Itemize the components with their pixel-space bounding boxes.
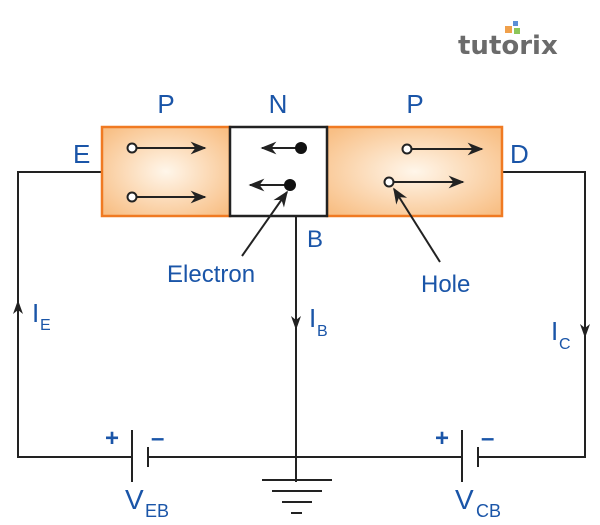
- electron-pointer-arrow: [241, 190, 288, 257]
- tutorix-logo: tutorix: [458, 21, 558, 61]
- hole-pointer-arrow: [393, 187, 441, 263]
- electron-icon: [295, 142, 307, 154]
- current-label-base: I B: [309, 303, 328, 340]
- electron-label: Electron: [167, 261, 255, 288]
- terminal-label-base: B: [307, 226, 323, 253]
- emitter-p-region: [100, 125, 232, 218]
- hole-icon: [383, 176, 395, 188]
- logo-dot-blue: [513, 21, 518, 26]
- hole-icon: [126, 142, 138, 154]
- minus-sign: –: [481, 425, 494, 452]
- current-main: I: [309, 303, 316, 333]
- hole-flow-left: [135, 141, 207, 204]
- source-label-veb: + – V EB: [105, 425, 169, 521]
- circuit-wires: [17, 171, 586, 482]
- source-main: V: [125, 484, 144, 515]
- logo-dot-orange: [505, 26, 512, 33]
- source-sub: EB: [145, 501, 169, 521]
- electron-icon: [284, 179, 296, 191]
- current-main: I: [32, 298, 39, 328]
- battery-veb-icon: [131, 430, 149, 482]
- logo-text: tutorix: [458, 31, 558, 61]
- hole-icon: [126, 191, 138, 203]
- terminal-label-emitter: E: [73, 139, 90, 169]
- current-label-collector: I C: [551, 316, 571, 353]
- emitter-wire: [17, 171, 132, 458]
- collector-wire: [478, 171, 586, 458]
- ground-icon: [262, 479, 332, 514]
- electron-flow: [248, 141, 298, 192]
- current-main: I: [551, 316, 558, 346]
- plus-sign: +: [435, 425, 449, 452]
- source-sub: CB: [476, 501, 501, 521]
- current-sub: B: [317, 323, 328, 340]
- source-label-vcb: + – V CB: [435, 425, 501, 521]
- base-current-arrow-icon: [291, 316, 301, 330]
- region-label-n-base: N: [269, 89, 288, 119]
- collector-p-region: [325, 125, 504, 218]
- current-label-emitter: I E: [32, 298, 51, 334]
- current-sub: E: [40, 317, 51, 334]
- current-sub: C: [559, 336, 571, 353]
- hole-icon: [401, 143, 413, 155]
- hole-flow-right: [392, 142, 484, 189]
- battery-vcb-icon: [461, 430, 479, 482]
- region-label-p-emitter: P: [157, 89, 174, 119]
- logo-dot-green: [514, 28, 520, 34]
- emitter-current-arrow-icon: [13, 300, 23, 314]
- plus-sign: +: [105, 425, 119, 452]
- hole-label: Hole: [421, 271, 470, 298]
- source-main: V: [455, 484, 474, 515]
- terminal-label-collector: D: [510, 139, 529, 169]
- collector-current-arrow-icon: [580, 324, 590, 338]
- minus-sign: –: [151, 425, 164, 452]
- region-label-p-collector: P: [406, 89, 423, 119]
